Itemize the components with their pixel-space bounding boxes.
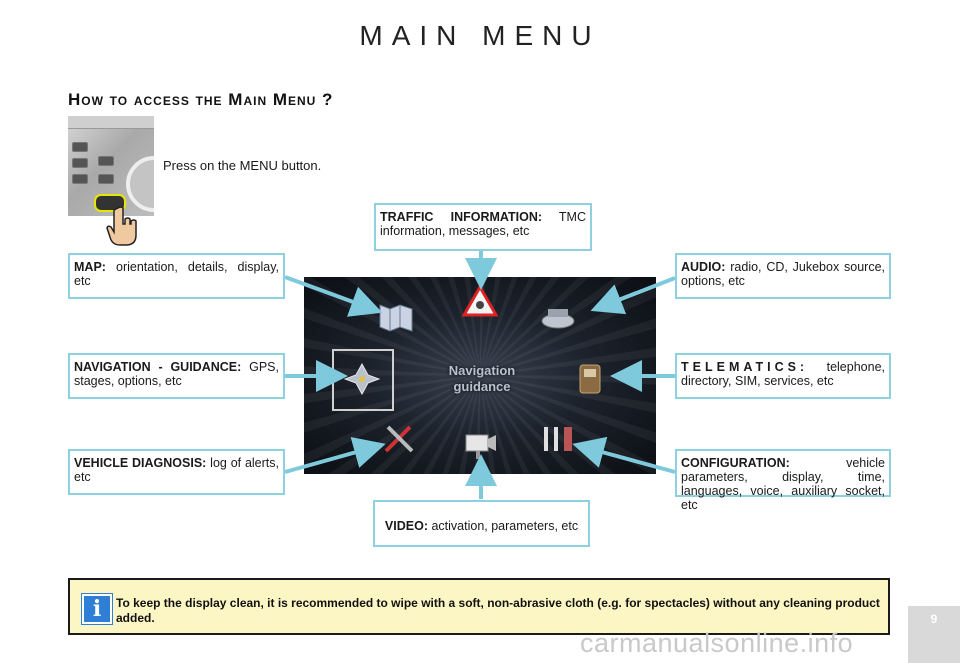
diagnosis-tools-icon — [384, 425, 414, 453]
page-title: MAIN MENU — [359, 20, 601, 51]
cleaning-note-text: To keep the display clean, it is recomme… — [116, 596, 880, 625]
callout-telematics: TELEMATICS: telephone, directory, SIM, s… — [675, 353, 891, 399]
traffic-warning-icon — [462, 285, 498, 317]
pointing-hand-icon — [106, 206, 137, 246]
callout-configuration: CONFIGURATION: vehicle parameters, displ… — [675, 449, 891, 512]
callout-vehicle-diagnosis: VEHICLE DIAGNOSIS: log of alerts, etc — [68, 449, 285, 495]
map-icon — [379, 304, 413, 332]
telematics-phone-icon — [579, 364, 601, 394]
callout-video: VIDEO: activation, parameters, etc — [373, 500, 590, 547]
selected-item-label: Navigation guidance — [448, 363, 516, 394]
video-camera-icon — [465, 434, 496, 459]
press-instruction: Press on the MENU button. — [163, 158, 322, 173]
info-icon: i — [81, 593, 113, 625]
page-number-tab: 9 — [908, 606, 960, 663]
menu-button-photo — [68, 116, 154, 216]
callout-map: MAP: orientation, details, display, etc — [68, 253, 285, 299]
page-number: 9 — [930, 612, 938, 626]
callout-traffic-information: TRAFFIC INFORMATION: TMC information, me… — [374, 203, 592, 251]
configuration-icon — [544, 427, 572, 451]
access-heading: How to access the Main Menu ? — [68, 90, 334, 109]
callout-navigation-guidance: NAVIGATION - GUIDANCE: GPS, stages, opti… — [68, 353, 285, 399]
audio-icon — [541, 309, 575, 329]
callout-audio: AUDIO: radio, CD, Jukebox source, option… — [675, 253, 891, 299]
watermark: carmanualsonline.info — [580, 628, 854, 658]
navigation-compass-icon — [344, 363, 380, 395]
cleaning-note: i To keep the display clean, it is recom… — [68, 578, 890, 635]
navigation-screen: Navigation guidance — [304, 277, 656, 474]
